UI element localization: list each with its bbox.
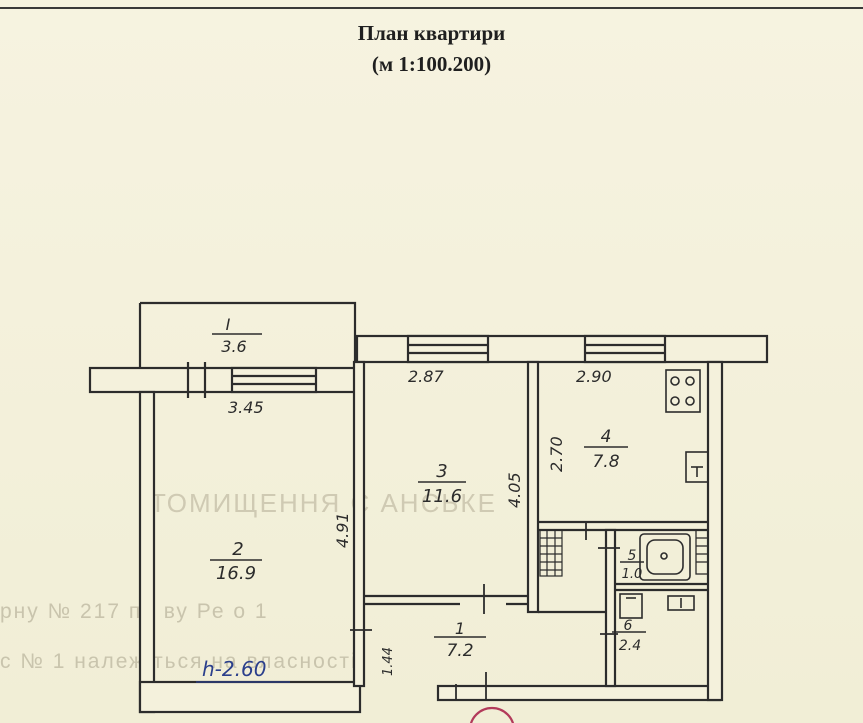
- stamp-fragment: [469, 706, 515, 723]
- watermark-line-3: с № 1 належ ться на власності: [0, 650, 358, 673]
- dim-room2-depth: 4.91: [333, 512, 352, 548]
- bathtub-fixture: [639, 533, 691, 581]
- room-area-5: 1.0: [622, 567, 643, 582]
- sink-fixture: [685, 451, 709, 483]
- outer-wall-left: [138, 390, 156, 714]
- room-area-1: 7.2: [446, 641, 473, 661]
- room-area-3: 11.6: [422, 486, 462, 507]
- plan-title: План квартири: [357, 21, 506, 45]
- plan-scale: (м 1:100.200): [371, 52, 492, 76]
- dim-room3-depth: 4.05: [505, 472, 524, 508]
- outer-wall-bottom: [138, 680, 362, 714]
- dim-room4-depth: 2.70: [547, 436, 566, 472]
- ceiling-height: h-2.60: [202, 657, 266, 681]
- balcony-outline: [140, 301, 357, 372]
- watermark-line-2: рну № 217 по ву Ре о 1: [0, 600, 269, 623]
- stove-fixture: [665, 369, 701, 413]
- window-room3: [406, 334, 490, 364]
- wall-room2-room3: [352, 360, 366, 688]
- vent-shaft: [539, 529, 563, 577]
- vent-mark: [695, 529, 709, 575]
- room-number-1: 1: [455, 619, 465, 638]
- room-labels: I 3.6 2 16.9 3 11.6 4 7.8 5 1.0 6 2.4 1 …: [216, 315, 642, 661]
- toilet-fixture: [619, 593, 695, 619]
- room-area-2: 16.9: [216, 563, 256, 584]
- dim-room4-width: 2.90: [576, 367, 612, 386]
- wall-bath-left: [604, 528, 617, 688]
- room-number-3: 3: [436, 461, 447, 482]
- room-area-4: 7.8: [592, 452, 619, 472]
- room-number-5: 5: [628, 548, 637, 564]
- dim-room3-width: 2.87: [408, 367, 444, 386]
- outer-wall-right: [706, 360, 724, 702]
- room-area-6: 2.4: [619, 638, 641, 654]
- room-number-6: 6: [624, 618, 633, 634]
- exterior-wall-left: [88, 366, 360, 394]
- dim-hall-depth: 1.44: [381, 647, 396, 676]
- room-area-balcony: 3.6: [221, 337, 246, 356]
- room-number-balcony: I: [226, 315, 231, 334]
- dim-balcony-width: 3.45: [228, 398, 264, 417]
- room-number-2: 2: [232, 539, 243, 560]
- outer-wall-bottom-right: [436, 684, 722, 702]
- top-border-line: [0, 7, 863, 9]
- wall-room3-room4: [526, 360, 540, 614]
- room-number-4: 4: [601, 427, 612, 447]
- dimension-labels: 3.45 2.87 2.90 4.05 2.70 4.91 1.44: [228, 367, 612, 676]
- watermark-line-1: ТОМИЩЕННЯ Є АНСЬКЕ: [150, 488, 497, 518]
- window-balcony: [230, 366, 318, 394]
- window-room4: [583, 334, 667, 364]
